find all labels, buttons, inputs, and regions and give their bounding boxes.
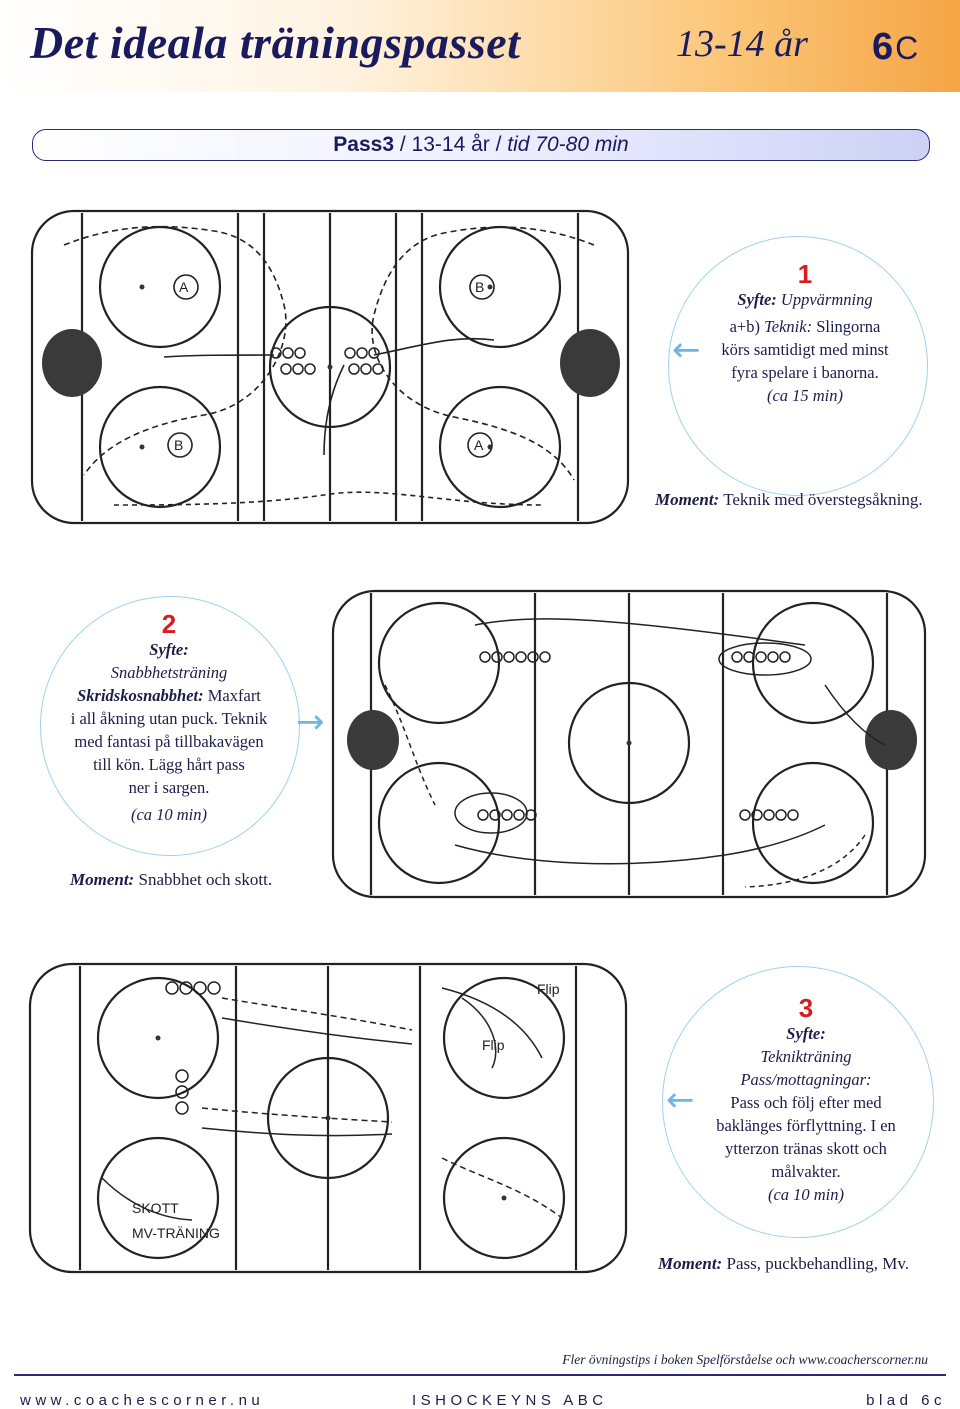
drill-1-line1-rest: Slingorna: [816, 317, 881, 336]
drill-1-line1-label: Teknik:: [764, 317, 813, 336]
drill-3-line2: Pass och följ efter med: [730, 1093, 882, 1112]
drill-3-moment-label: Moment:: [658, 1254, 723, 1273]
drill-1-moment-label: Moment:: [655, 490, 720, 509]
drill-3-arrow-icon: ←: [666, 1080, 695, 1120]
drill-3-line3: baklänges förflyttning. I en: [716, 1116, 896, 1135]
drill-3-rink-label-flip2: Flip: [482, 1037, 505, 1053]
drill-3-syfte-label: Syfte:: [786, 1024, 826, 1043]
drill-3-moment: Moment: Pass, puckbehandling, Mv.: [658, 1254, 909, 1274]
drill-2-line3: med fantasi på tillbakavägen: [74, 732, 264, 751]
drill-2-number: 2: [161, 609, 177, 639]
drill-2-line4: till kön. Lägg hårt pass: [93, 755, 245, 774]
footer-series: ISHOCKEYNS ABC: [412, 1392, 608, 1409]
drill-3-syfte: Teknikträning: [760, 1047, 852, 1066]
drill-1-time: (ca 15 min): [766, 386, 844, 405]
drill-3-bubble: [662, 966, 934, 1238]
drill-2-syfte: Snabbhetsträning: [110, 663, 228, 682]
drill-1-arrow-icon: ←: [672, 330, 701, 370]
session-name: Pass3: [333, 133, 395, 156]
drill-3-rink-label-mv: MV-TRÄNING: [132, 1225, 220, 1241]
drill-1-bubble: [668, 236, 928, 496]
footnote: Fler övningstips i boken Spelförståelse …: [562, 1352, 928, 1367]
drill-1-syfte-label: Syfte:: [737, 290, 777, 309]
drill-1-number: 1: [797, 259, 813, 289]
sheet-code-letter: C: [895, 30, 919, 66]
session-separator: /: [399, 133, 406, 156]
age-group: 13-14 år: [676, 23, 808, 65]
drill-3-number: 3: [798, 993, 814, 1023]
drill-3-line1: Pass/mottagningar:: [740, 1070, 872, 1089]
drill-3-time: (ca 10 min): [767, 1185, 845, 1204]
drill-2-moment-label: Moment:: [70, 870, 135, 889]
drill-1-line3: fyra spelare i banorna.: [731, 363, 879, 382]
sheet-code: 6C: [872, 26, 918, 69]
drill-2-bubble: [40, 596, 300, 856]
drill-1-rink-diagram: A B B A: [30, 209, 630, 525]
drill-1-rink-label-b1: B: [475, 279, 484, 295]
drill-2-moment: Moment: Snabbhet och skott.: [70, 870, 272, 890]
session-age: 13-14 år: [411, 133, 490, 156]
drill-1-rink-label-a2: A: [474, 437, 484, 453]
drill-3-rink-diagram: SKOTT MV-TRÄNING Flip Flip: [28, 962, 628, 1274]
drill-2-syfte-label: Syfte:: [149, 640, 189, 659]
session-duration: tid 70-80 min: [507, 133, 629, 156]
drill-1-line1-prefix: a+b): [729, 317, 760, 336]
drill-1-moment: Moment: Teknik med överstegsåkning.: [655, 490, 923, 510]
drill-2-arrow-icon: →: [296, 702, 325, 742]
drill-2-line5: ner i sargen.: [128, 778, 210, 797]
drill-1-rink-label-b2: B: [174, 437, 183, 453]
page-title: Det ideala träningspasset: [30, 17, 521, 68]
session-bar: Pass3 / 13-14 år / tid 70-80 min: [32, 129, 930, 161]
drill-3-line5: målvakter.: [771, 1162, 841, 1181]
drill-2-rink-diagram: [331, 589, 927, 899]
drill-1-description: 1 Syfte: Uppvärmning a+b) Teknik: Slingo…: [700, 260, 910, 407]
footer-page: blad 6c: [866, 1392, 946, 1409]
footer-divider: [14, 1374, 946, 1376]
drill-2-description: 2 Syfte: Snabbhetsträning Skridskosnabbh…: [44, 610, 294, 826]
drill-2-line1-rest: Maxfart: [207, 686, 261, 705]
sheet-code-number: 6: [872, 26, 894, 68]
drill-1-syfte: Uppvärmning: [780, 290, 873, 309]
drill-3-description: 3 Syfte: Teknikträning Pass/mottagningar…: [700, 994, 912, 1206]
drill-3-rink-label-flip1: Flip: [537, 981, 560, 997]
page-header: Det ideala träningspasset 13-14 år 6C: [0, 0, 960, 92]
session-separator-2: /: [495, 133, 502, 156]
drill-3-line4: ytterzon tränas skott och: [725, 1139, 887, 1158]
footer-website: www.coachescorner.nu: [20, 1392, 265, 1409]
drill-2-time: (ca 10 min): [130, 805, 208, 824]
drill-1-rink-label-a1: A: [179, 279, 189, 295]
drill-3-rink-label-skott: SKOTT: [132, 1200, 179, 1216]
drill-1-line2: körs samtidigt med minst: [721, 340, 889, 359]
drill-3-moment-text: Pass, puckbehandling, Mv.: [726, 1254, 910, 1273]
drill-2-line1-label: Skridskosnabbhet:: [77, 686, 204, 705]
drill-1-moment-text: Teknik med överstegsåkning.: [723, 490, 923, 509]
drill-2-line2: i all åkning utan puck. Teknik: [70, 709, 268, 728]
drill-2-moment-text: Snabbhet och skott.: [138, 870, 273, 889]
